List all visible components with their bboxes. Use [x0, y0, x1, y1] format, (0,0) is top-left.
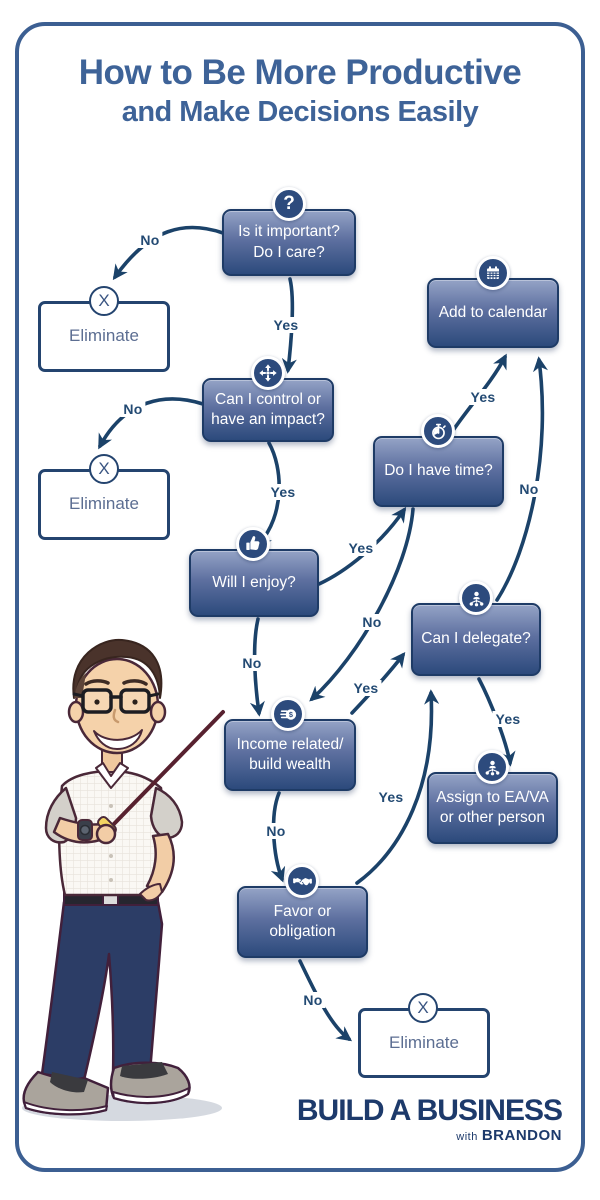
edge-label-yes: Yes — [350, 680, 382, 696]
node-can-i-delegate: Can I delegate? — [411, 603, 541, 676]
edge-label-yes: Yes — [467, 389, 499, 405]
node-label: Is it important? Do I care? — [238, 223, 340, 261]
logo-name: BRANDON — [481, 1127, 562, 1144]
logo-with-text: with — [456, 1131, 478, 1143]
node-favor-or-obligation: Favor or obligation — [237, 886, 368, 958]
node-label: Eliminate — [69, 326, 139, 346]
move-icon — [251, 356, 285, 390]
edge-label-yes: Yes — [267, 484, 299, 500]
page-border-frame — [15, 22, 585, 1172]
x-icon: X — [89, 454, 119, 484]
page-title: How to Be More Productive and Make Decis… — [0, 52, 600, 130]
edge-label-yes: Yes — [345, 540, 377, 556]
node-label: Add to calendar — [438, 303, 548, 321]
logo-line-1: BUILD A BUSINESS — [296, 1094, 563, 1127]
stopwatch-icon — [421, 414, 455, 448]
title-line-1: How to Be More Productive — [78, 53, 522, 92]
edge-label-no: No — [263, 823, 289, 839]
edge-label-no: No — [239, 655, 265, 671]
question-icon: ? — [272, 187, 306, 221]
calendar-icon — [476, 256, 510, 290]
x-icon: X — [408, 993, 438, 1023]
money-icon: $ — [271, 697, 305, 731]
edge-label-yes: Yes — [270, 317, 302, 333]
delegate-icon — [459, 581, 493, 615]
node-will-i-enjoy: Will I enjoy? — [189, 549, 319, 617]
node-eliminate-2: Eliminate — [38, 469, 170, 540]
node-label: Eliminate — [389, 1032, 459, 1052]
node-label: Favor or obligation — [269, 902, 336, 940]
edge-label-no: No — [516, 481, 542, 497]
thumbs-up-icon — [236, 527, 270, 561]
handshake-icon — [285, 864, 319, 898]
node-label: Eliminate — [69, 494, 139, 514]
node-label: Can I delegate? — [421, 630, 531, 648]
edge-label-no: No — [137, 232, 163, 248]
edge-label-yes: Yes — [375, 789, 407, 805]
delegate-icon — [475, 750, 509, 784]
node-label: Do I have time? — [384, 462, 493, 480]
edge-label-no: No — [300, 992, 326, 1008]
node-label: Will I enjoy? — [212, 573, 296, 591]
svg-text:$: $ — [288, 710, 292, 719]
edge-label-no: No — [120, 401, 146, 417]
edge-label-yes: Yes — [492, 711, 524, 727]
title-line-2: and Make Decisions Easily — [121, 96, 479, 128]
x-icon: X — [89, 286, 119, 316]
node-label: Can I control or have an impact? — [211, 390, 325, 428]
node-label: Assign to EA/VA or other person — [436, 788, 549, 826]
node-label: Income related/ build wealth — [236, 735, 344, 773]
edge-label-no: No — [359, 614, 385, 630]
